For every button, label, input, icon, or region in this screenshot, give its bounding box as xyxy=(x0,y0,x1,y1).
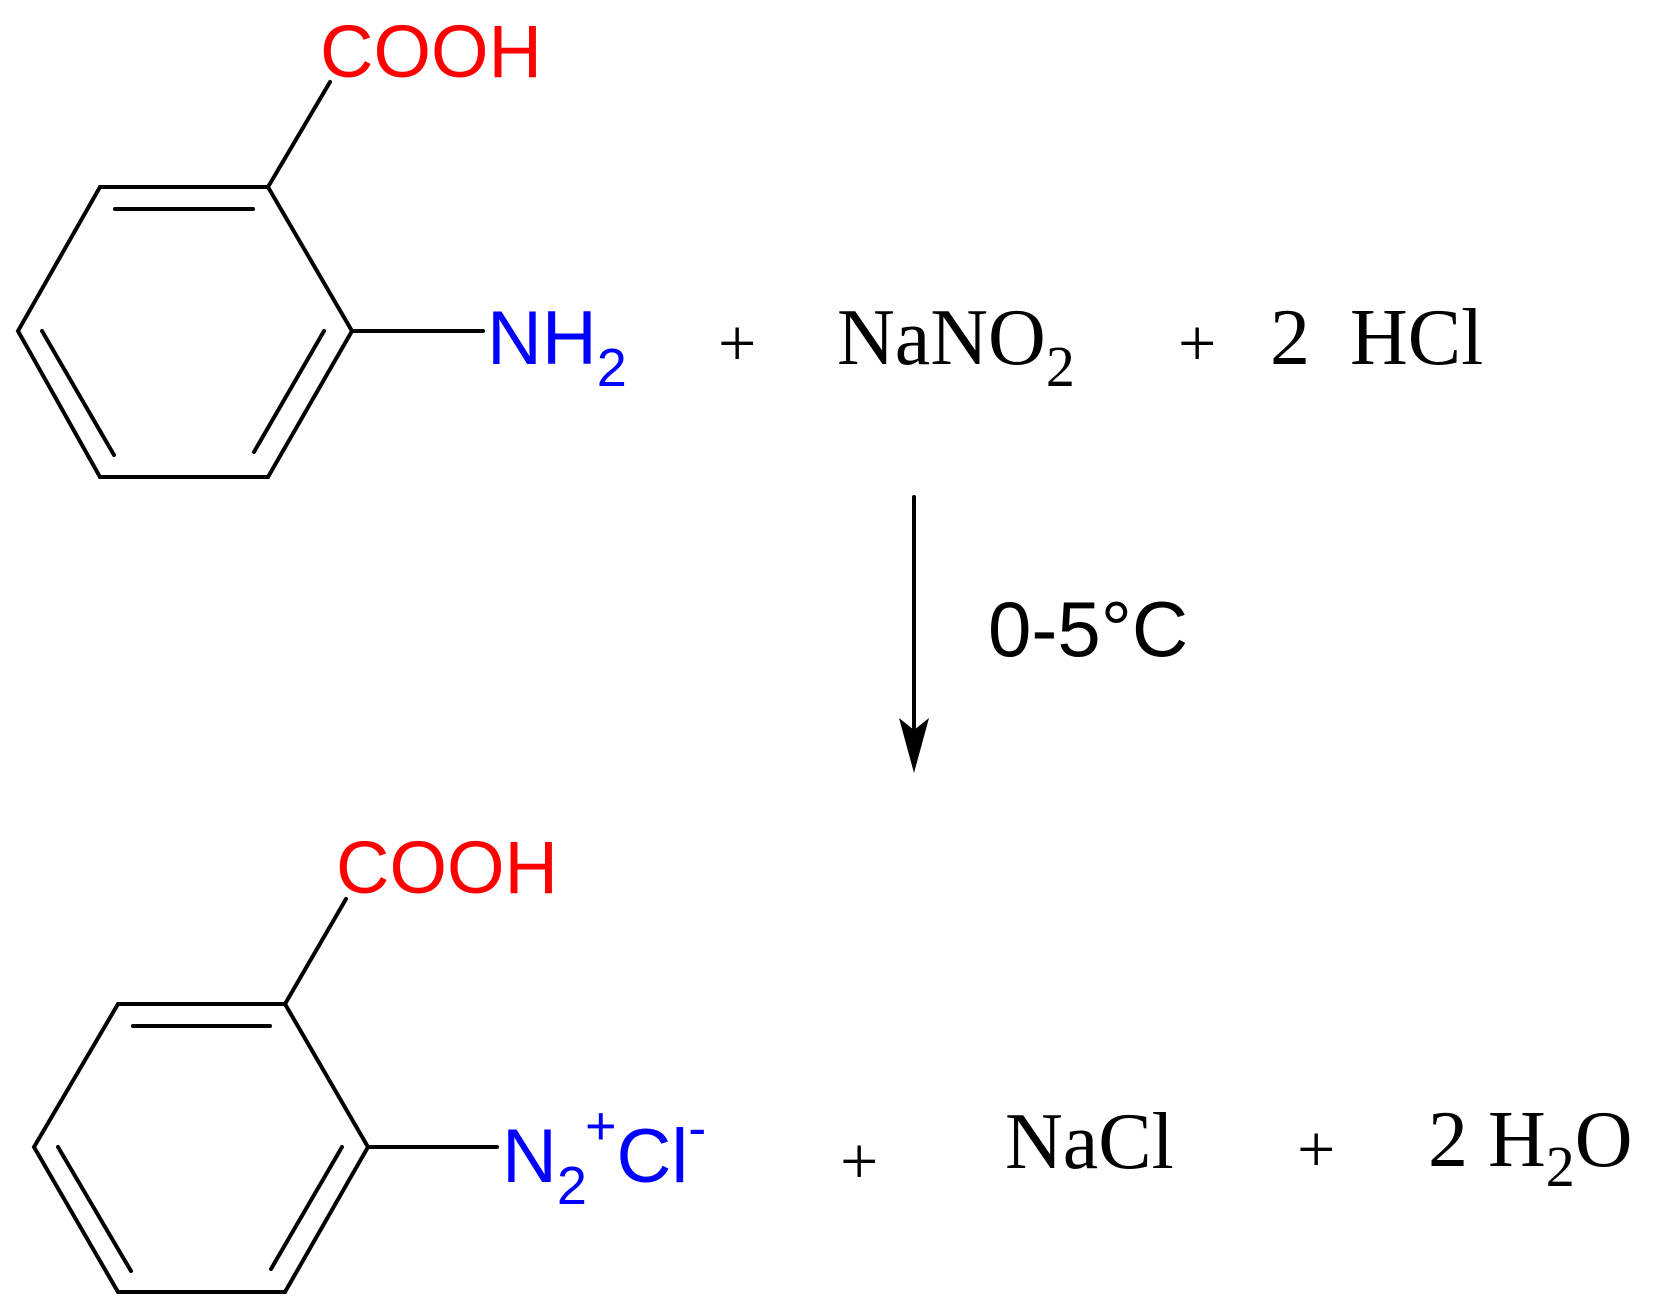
product-plus-2: + xyxy=(1297,1111,1335,1187)
reactant-plus-1: + xyxy=(718,305,756,381)
product-molecule: COOH N2+Cl- xyxy=(31,826,706,1294)
product-benzene-ring xyxy=(31,1002,371,1294)
reactant-carboxyl-bond xyxy=(266,80,332,189)
product-plus-1: + xyxy=(840,1123,878,1199)
reagent-sodium-nitrite: NaNO2 xyxy=(837,294,1075,399)
product-diazonium-label: N2+Cl- xyxy=(502,1096,706,1216)
reactant-plus-2: + xyxy=(1178,305,1216,381)
reactant-amine-label: NH2 xyxy=(487,296,627,398)
byproduct-water: 2 H2O xyxy=(1428,1096,1633,1199)
product-cooh-label: COOH xyxy=(336,826,558,909)
reaction-condition-temperature: 0-5°C xyxy=(988,585,1188,673)
reactant-cooh-label: COOH xyxy=(320,10,542,93)
reaction-down-arrow xyxy=(899,495,929,773)
reagent-hydrochloric-acid: 2 HCl xyxy=(1270,294,1483,382)
product-carboxyl-bond xyxy=(283,897,348,1006)
reactant-molecule: COOH NH2 xyxy=(15,10,627,479)
arrow-head xyxy=(899,718,929,773)
reactant-benzene-ring xyxy=(15,185,355,479)
byproduct-sodium-chloride: NaCl xyxy=(1005,1098,1174,1186)
